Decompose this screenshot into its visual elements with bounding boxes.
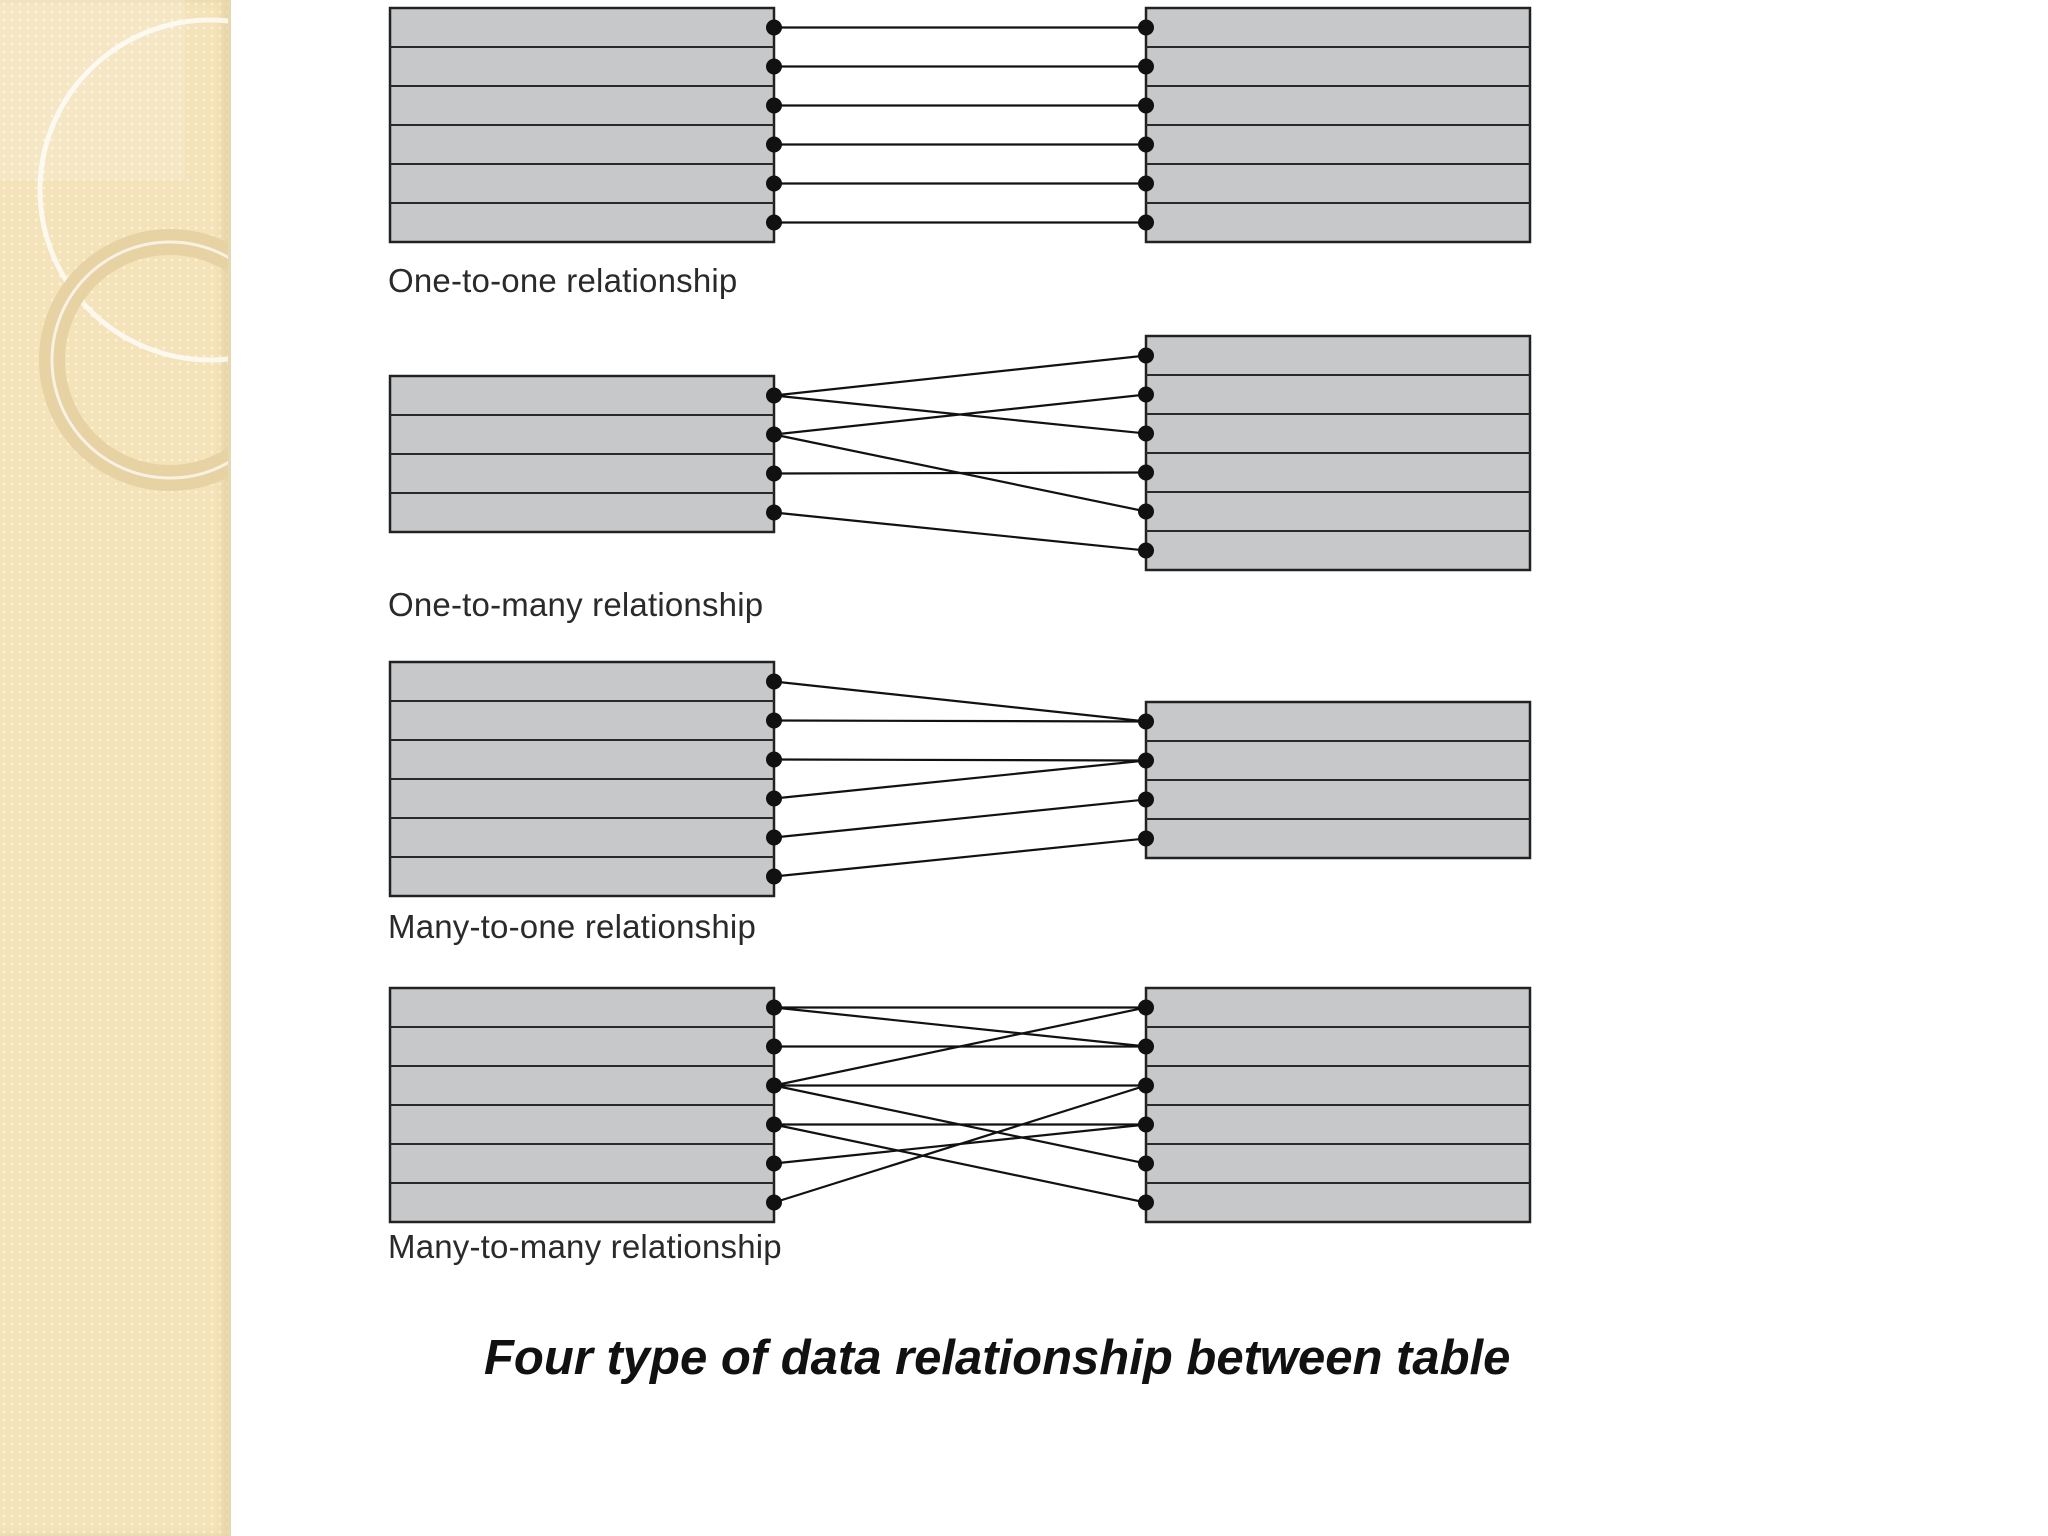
many-to-many-left-connector-dot — [766, 1116, 782, 1133]
one-to-one-left-connector-dot — [766, 175, 782, 192]
one-to-many-link-line — [773, 354, 1147, 397]
one-to-one-left-connector-dot — [766, 19, 782, 36]
many-to-one-left-connector-dot — [766, 868, 782, 885]
many-to-many-link-line — [773, 1123, 1147, 1204]
many-to-one-left-connector-dot — [766, 673, 782, 690]
many-to-one-right-connector-dot — [1138, 752, 1154, 769]
many-to-many-right-connector-dot — [1138, 1038, 1154, 1055]
one-to-many-right-connector-dot — [1138, 503, 1154, 520]
one-to-many-left-connector-dot — [766, 465, 782, 482]
one-to-many-link-line — [773, 393, 1147, 436]
many-to-one-left-connector-dot — [766, 790, 782, 807]
one-to-one-diagram — [388, 6, 1532, 244]
many-to-one-diagram — [388, 660, 1532, 898]
one-to-many-label: One-to-many relationship — [388, 586, 764, 623]
many-to-one-left-connector-dot — [766, 751, 782, 768]
many-to-many-right-connector-dot — [1138, 1116, 1154, 1133]
many-to-one-link-line — [773, 758, 1147, 762]
figure-caption: Four type of data relationship between t… — [484, 1331, 1511, 1385]
decorative-ring-small — [50, 240, 228, 480]
decorative-ring-large — [37, 17, 228, 363]
one-to-many-right-connector-dot — [1138, 425, 1154, 442]
many-to-many-right-connector-dot — [1138, 1155, 1154, 1172]
many-to-many-left-connector-dot — [766, 1155, 782, 1172]
one-to-one-right-connector-dot — [1138, 19, 1154, 36]
many-to-one-link-line — [773, 798, 1147, 839]
many-to-many-link-line — [773, 1006, 1147, 1087]
decorative-highlight — [0, 0, 185, 180]
one-to-many-diagram — [388, 334, 1532, 572]
decorative-sidebar — [0, 0, 228, 1536]
one-to-one-right-connector-dot — [1138, 214, 1154, 231]
one-to-many-left-connector-dot — [766, 504, 782, 521]
one-to-many-right-connector-dot — [1138, 347, 1154, 364]
many-to-many-left-connector-dot — [766, 1077, 782, 1094]
many-to-one-left-connector-dot — [766, 712, 782, 729]
many-to-many-label: Many-to-many relationship — [388, 1228, 782, 1265]
many-to-one-link-line — [773, 719, 1147, 723]
many-to-many-left-connector-dot — [766, 1194, 782, 1211]
many-to-one-left-connector-dot — [766, 829, 782, 846]
one-to-many-right-connector-dot — [1138, 542, 1154, 559]
many-to-many-left-connector-dot — [766, 1038, 782, 1055]
many-to-one-link-line — [773, 680, 1147, 723]
one-to-one-right-connector-dot — [1138, 136, 1154, 153]
many-to-one-right-connector-dot — [1138, 713, 1154, 730]
one-to-one-right-connector-dot — [1138, 175, 1154, 192]
one-to-many-left-connector-dot — [766, 387, 782, 404]
one-to-one-left-connector-dot — [766, 136, 782, 153]
one-to-one-left-connector-dot — [766, 214, 782, 231]
many-to-many-link-line — [773, 1084, 1147, 1204]
many-to-one-link-line — [773, 759, 1147, 800]
one-to-one-label: One-to-one relationship — [388, 262, 738, 299]
one-to-one-left-connector-dot — [766, 97, 782, 114]
sidebar-edge — [228, 0, 231, 1536]
many-to-one-link-line — [773, 837, 1147, 878]
one-to-one-right-connector-dot — [1138, 58, 1154, 75]
many-to-many-diagram — [388, 986, 1532, 1224]
one-to-many-right-connector-dot — [1138, 386, 1154, 403]
many-to-one-right-connector-dot — [1138, 791, 1154, 808]
many-to-many-right-connector-dot — [1138, 999, 1154, 1016]
decorative-rings — [0, 0, 228, 491]
many-to-many-link-line — [773, 1006, 1147, 1048]
many-to-one-right-connector-dot — [1138, 830, 1154, 847]
one-to-many-left-connector-dot — [766, 426, 782, 443]
many-to-many-right-connector-dot — [1138, 1077, 1154, 1094]
many-to-many-right-connector-dot — [1138, 1194, 1154, 1211]
one-to-many-link-line — [773, 511, 1147, 552]
one-to-many-right-connector-dot — [1138, 464, 1154, 481]
many-to-many-left-connector-dot — [766, 999, 782, 1016]
one-to-one-right-connector-dot — [1138, 97, 1154, 114]
many-to-one-label: Many-to-one relationship — [388, 908, 756, 945]
one-to-one-left-connector-dot — [766, 58, 782, 75]
one-to-many-link-line — [773, 471, 1147, 475]
